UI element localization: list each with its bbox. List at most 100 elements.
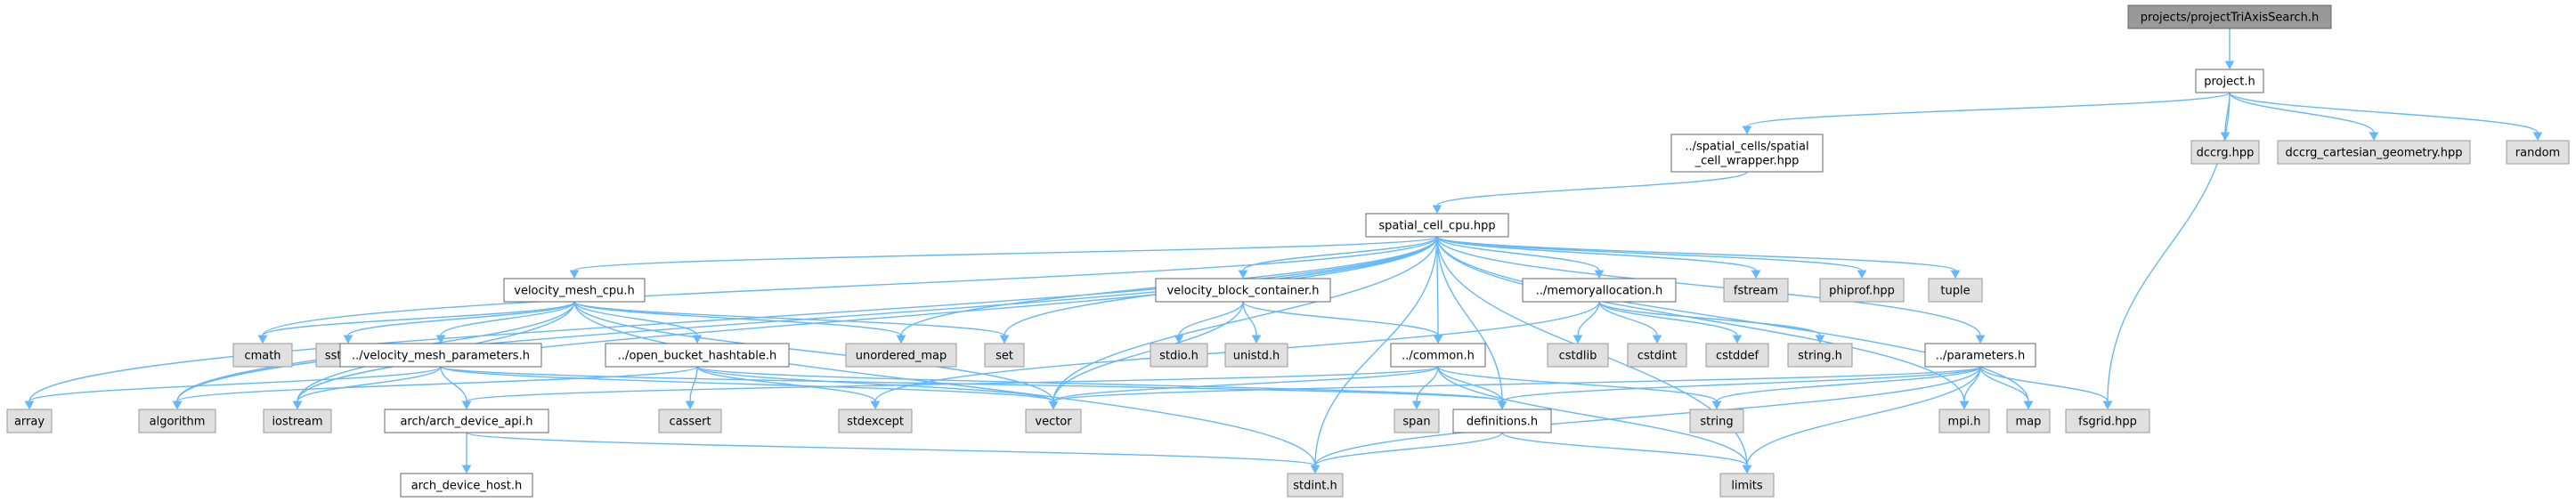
- node-label: stdexcept: [847, 416, 904, 429]
- edge-line: [1436, 236, 1757, 271]
- node-label: random: [2515, 147, 2560, 160]
- node-cassert[interactable]: cassert: [658, 409, 722, 433]
- edge-params-to-fsgrid: [1979, 366, 2113, 410]
- node-stdioh[interactable]: stdio.h: [1150, 343, 1208, 368]
- node-box: [605, 343, 790, 368]
- node-label: map: [2016, 416, 2042, 429]
- node-label: cstdint: [1637, 350, 1677, 363]
- node-box: [2065, 409, 2150, 433]
- node-openbucket[interactable]: ../open_bucket_hashtable.h: [605, 343, 790, 368]
- node-box: [1390, 343, 1486, 368]
- node-definitions[interactable]: definitions.h: [1452, 409, 1552, 433]
- node-spatialcpu[interactable]: spatial_cell_cpu.hpp: [1365, 213, 1509, 238]
- node-vector[interactable]: vector: [1025, 409, 1082, 433]
- arrowhead: [343, 335, 353, 344]
- node-velmeshparams[interactable]: ../velocity_mesh_parameters.h: [339, 343, 542, 368]
- edge-line: [1436, 236, 2029, 402]
- node-project[interactable]: project.h: [2195, 69, 2264, 93]
- arrowhead: [2532, 132, 2543, 142]
- node-stringh[interactable]: string.h: [1787, 343, 1853, 368]
- edge-common-to-definitions: [1437, 366, 1507, 410]
- edge-line: [1242, 301, 1439, 336]
- node-stdexcept[interactable]: stdexcept: [838, 409, 913, 433]
- node-array[interactable]: array: [6, 409, 53, 433]
- edge-line: [466, 366, 1439, 402]
- node-label: stdio.h: [1159, 350, 1199, 363]
- arrowhead: [461, 401, 472, 410]
- node-cstddef[interactable]: cstddef: [1705, 343, 1769, 368]
- arrowhead: [2102, 401, 2113, 410]
- edge-velmesh-to-velmeshparams: [435, 301, 575, 344]
- edge-line: [2107, 92, 2231, 402]
- node-unorderedmap[interactable]: unordered_map: [845, 343, 957, 368]
- node-velmesh[interactable]: velocity_mesh_cpu.h: [503, 278, 646, 303]
- node-label: project.h: [2204, 76, 2255, 89]
- node-dccrg[interactable]: dccrg.hpp: [2190, 140, 2260, 165]
- edge-line: [2229, 92, 2539, 134]
- node-random[interactable]: random: [2506, 140, 2570, 165]
- node-box: [339, 343, 542, 368]
- node-label: cmath: [244, 350, 280, 363]
- node-root[interactable]: projects/projectTriAxisSearch.h: [2127, 4, 2332, 29]
- node-memalloc[interactable]: ../memoryallocation.h: [1522, 278, 1677, 303]
- edge-velmesh-to-unorderedmap: [573, 301, 906, 344]
- node-box: [984, 343, 1025, 368]
- node-stdinth[interactable]: stdint.h: [1287, 473, 1344, 498]
- node-fsgrid[interactable]: fsgrid.hpp: [2065, 409, 2150, 433]
- node-box: [658, 409, 722, 433]
- node-algorithm[interactable]: algorithm: [138, 409, 216, 433]
- node-mpih[interactable]: mpi.h: [1938, 409, 1990, 433]
- node-label: cassert: [669, 416, 711, 429]
- node-map[interactable]: map: [2006, 409, 2051, 433]
- node-box: [1819, 278, 1905, 303]
- edge-line: [1746, 366, 1981, 466]
- edge-line: [1436, 236, 1439, 336]
- edge-line: [1746, 92, 2231, 127]
- node-unistdh[interactable]: unistd.h: [1224, 343, 1288, 368]
- node-archapi[interactable]: arch/arch_device_api.h: [384, 409, 549, 433]
- arrowhead: [1975, 335, 1986, 344]
- node-label: array: [14, 416, 45, 429]
- node-label: set: [995, 350, 1013, 363]
- node-label: mpi.h: [1948, 416, 1981, 429]
- node-wrapper[interactable]: ../spatial_cells/spatial_cell_wrapper.hp…: [1670, 134, 1824, 173]
- node-params[interactable]: ../parameters.h: [1924, 343, 2036, 368]
- node-string[interactable]: string: [1689, 409, 1744, 433]
- edge-params-to-vector: [1048, 366, 1981, 410]
- arrowhead: [1310, 465, 1321, 474]
- node-archhost[interactable]: arch_device_host.h: [400, 473, 533, 498]
- node-common[interactable]: ../common.h: [1390, 343, 1486, 368]
- node-phiprof[interactable]: phiprof.hpp: [1819, 278, 1905, 303]
- arrowhead: [1238, 270, 1248, 279]
- arrowhead: [1711, 401, 1722, 410]
- edge-line: [297, 366, 442, 402]
- edge-layer: [24, 28, 2543, 474]
- node-label: fstream: [1734, 285, 1778, 298]
- arrowhead: [1652, 335, 1662, 344]
- node-dccrgcart[interactable]: dccrg_cartesian_geometry.hpp: [2277, 140, 2471, 165]
- node-tuple[interactable]: tuple: [1928, 278, 1983, 303]
- node-iostream[interactable]: iostream: [263, 409, 332, 433]
- node-velblock[interactable]: velocity_block_container.h: [1155, 278, 1331, 303]
- edge-line: [573, 236, 1438, 271]
- node-cstdint[interactable]: cstdint: [1627, 343, 1687, 368]
- node-label: arch_device_host.h: [411, 480, 523, 493]
- edge-common-to-archapi: [461, 366, 1439, 410]
- node-box: [138, 409, 216, 433]
- edge-line: [573, 301, 1054, 402]
- node-fstream[interactable]: fstream: [1723, 278, 1789, 303]
- node-limits[interactable]: limits: [1719, 473, 1775, 498]
- node-cmath[interactable]: cmath: [232, 343, 293, 368]
- node-span[interactable]: span: [1394, 409, 1440, 433]
- arrowhead: [1857, 270, 1867, 279]
- node-box: [838, 409, 913, 433]
- edge-line: [1436, 171, 1748, 206]
- node-box: [1547, 343, 1609, 368]
- edge-line: [1416, 366, 1439, 402]
- node-cstdlib[interactable]: cstdlib: [1547, 343, 1609, 368]
- node-label: algorithm: [150, 416, 206, 429]
- arrowhead: [1497, 401, 1507, 410]
- edge-root-to-project: [2224, 28, 2235, 70]
- edge-line: [1436, 236, 1956, 271]
- node-set[interactable]: set: [984, 343, 1025, 368]
